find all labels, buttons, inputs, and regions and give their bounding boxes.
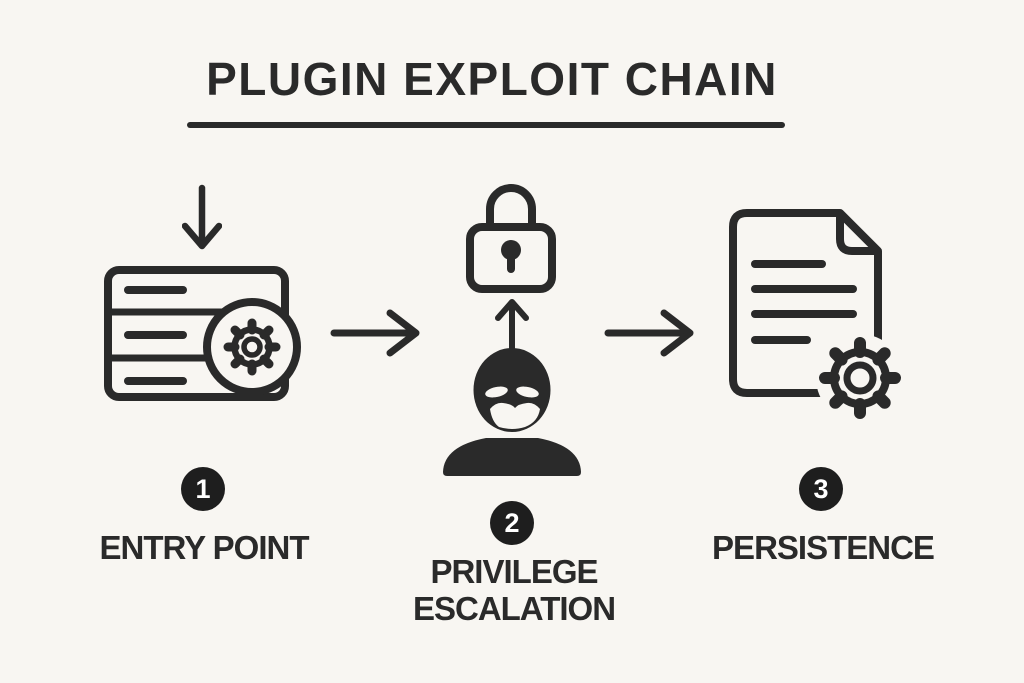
step-badge-3: 3 <box>799 467 843 511</box>
server-gear-icon <box>104 266 301 401</box>
lock-icon <box>466 184 556 293</box>
step-number: 2 <box>504 507 520 538</box>
down-arrow-icon <box>182 184 222 250</box>
right-arrow-icon <box>330 309 420 357</box>
step-number: 3 <box>813 473 829 504</box>
keyhole <box>501 240 521 260</box>
folded-corner <box>836 211 880 255</box>
document-gear-icon <box>729 209 904 422</box>
step-badge-2: 2 <box>490 501 534 545</box>
page-title: PLUGIN EXPLOIT CHAIN <box>206 53 778 105</box>
right-arrow-icon <box>604 309 694 357</box>
up-arrow-icon <box>495 299 529 351</box>
step-number: 1 <box>195 473 211 504</box>
gear-icon <box>819 337 901 419</box>
title-underline <box>187 122 785 128</box>
gear-icon <box>223 318 281 376</box>
step-label-persistence: PERSISTENCE <box>712 529 935 566</box>
face-opening <box>490 402 540 429</box>
left-eye <box>485 386 508 398</box>
shoulders <box>443 438 581 476</box>
hacker-icon <box>443 348 581 476</box>
step-label-entry-point: ENTRY POINT <box>99 529 309 566</box>
step-label-privilege-escalation: PRIVILEGE ESCALATION <box>412 553 616 627</box>
right-eye <box>516 386 539 398</box>
step-badge-1: 1 <box>181 467 225 511</box>
